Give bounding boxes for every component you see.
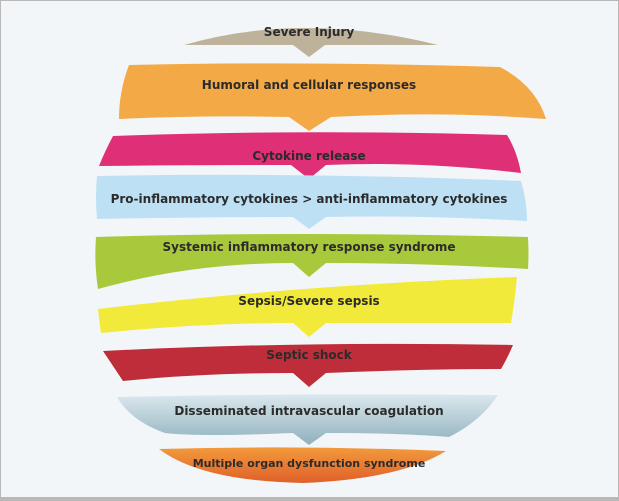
cascade-step-band xyxy=(96,174,527,229)
cascade-step-label: Humoral and cellular responses xyxy=(202,78,416,92)
cascade-step-band xyxy=(95,234,529,289)
cascade-step-label: Sepsis/Severe sepsis xyxy=(238,294,379,308)
cascade-step-label: Pro-inflammatory cytokines > anti-inflam… xyxy=(111,192,508,206)
cascade-step-label: Severe Injury xyxy=(264,25,355,39)
cascade-step-label: Multiple organ dysfunction syndrome xyxy=(193,457,426,470)
cascade-step-label: Systemic inflammatory response syndrome xyxy=(163,240,456,254)
cascade-step-band xyxy=(159,447,446,483)
cascade-step-label: Septic shock xyxy=(266,348,353,362)
cascade-step-band xyxy=(103,343,513,387)
cascade-step-label: Disseminated intravascular coagulation xyxy=(174,404,443,418)
cascade-step-band xyxy=(117,394,498,445)
cascade-step-band xyxy=(99,132,521,179)
cascade-step-band xyxy=(119,63,546,131)
cascade-step-label: Cytokine release xyxy=(252,149,365,163)
cascade-step-band xyxy=(98,277,517,337)
cascade-step-band xyxy=(184,28,438,57)
